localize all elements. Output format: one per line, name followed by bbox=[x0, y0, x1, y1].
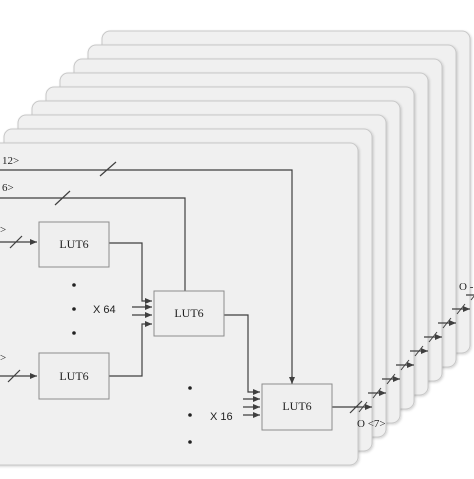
stack-bus-slash bbox=[414, 345, 424, 357]
lut-out-label: LUT6 bbox=[282, 399, 311, 413]
bus-slash-4 bbox=[7, 369, 21, 383]
lut-a-label: LUT6 bbox=[59, 237, 88, 251]
ellipsis-dots-first bbox=[72, 283, 76, 335]
stack-bus-slash bbox=[470, 295, 474, 301]
ellipsis-dots-second bbox=[188, 386, 192, 444]
stack-bus-slash bbox=[400, 359, 410, 371]
stack-bus-slash bbox=[442, 317, 452, 329]
lut-b-block: LUT6 bbox=[38, 352, 110, 400]
stack-bus-slash bbox=[372, 387, 382, 399]
output-label-back: O - bbox=[459, 281, 474, 293]
stack-bus-slash bbox=[456, 303, 466, 315]
input-label-3: > bbox=[0, 224, 6, 236]
multiplier-label-second: X 16 bbox=[210, 411, 233, 423]
stack-bus-slash bbox=[428, 331, 438, 343]
lut-mid-block: LUT6 bbox=[153, 290, 225, 337]
input-label-2: 6> bbox=[2, 182, 14, 194]
front-panel-content bbox=[0, 161, 363, 418]
bus-slash-3 bbox=[9, 235, 23, 249]
wire-lutb-to-mid bbox=[109, 321, 152, 377]
stack-bus-slash bbox=[358, 401, 368, 413]
lut-b-label: LUT6 bbox=[59, 369, 88, 383]
lut-out-block: LUT6 bbox=[261, 383, 333, 431]
lut-mid-label: LUT6 bbox=[174, 306, 203, 320]
wire-input-1 bbox=[0, 169, 293, 384]
bus-slash-2 bbox=[54, 190, 71, 206]
wire-luta-to-mid bbox=[109, 242, 152, 304]
output-label-front: O <7> bbox=[357, 418, 386, 430]
wire-mid-to-out bbox=[224, 314, 260, 395]
input-label-4: > bbox=[0, 352, 6, 364]
stack-bus-slash bbox=[386, 373, 396, 385]
stack-output-arrows bbox=[354, 294, 474, 413]
multiplier-label-first: X 64 bbox=[93, 304, 116, 316]
input-label-1: 12> bbox=[2, 155, 19, 167]
lut-a-block: LUT6 bbox=[38, 221, 110, 268]
bus-slash-1 bbox=[99, 161, 117, 177]
